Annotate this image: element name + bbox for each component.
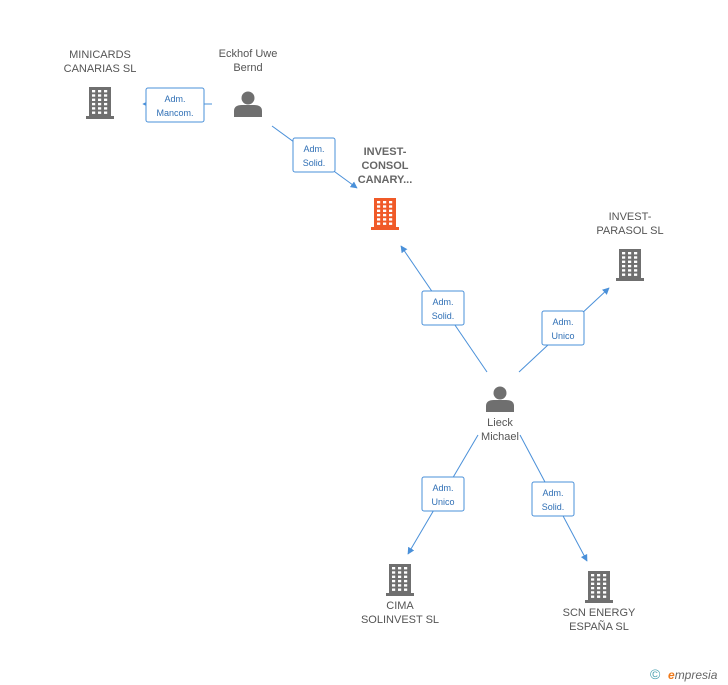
edge-label-line: Solid.	[542, 502, 565, 512]
edge-lieck-invest-parasol[interactable]: Adm. Unico	[518, 287, 610, 373]
edge-label-box	[145, 87, 205, 123]
edge-label-line: Adm.	[552, 317, 573, 327]
footer-brand[interactable]: © empresia	[650, 666, 718, 682]
node-minicards[interactable]: MINICARDS CANARIAS SL	[64, 49, 137, 119]
node-cima[interactable]: CIMA SOLINVEST SL	[361, 564, 439, 626]
node-label-line: SCN ENERGY	[563, 607, 636, 619]
edge-label-line: Solid.	[432, 311, 455, 321]
edge-label-line: Unico	[431, 497, 454, 507]
node-label-line: SOLINVEST SL	[361, 614, 439, 626]
node-label-line: MINICARDS	[69, 49, 131, 61]
person-icon	[486, 386, 514, 412]
node-invest-consol[interactable]: INVEST- CONSOL CANARY...	[358, 146, 413, 230]
edge-eckhof-invest-consol[interactable]: Adm. Solid.	[271, 125, 358, 189]
edge-label-line: Adm.	[432, 483, 453, 493]
node-label-line: INVEST-	[609, 211, 652, 223]
node-label-line: CONSOL	[361, 160, 408, 172]
node-invest-parasol[interactable]: INVEST- PARASOL SL	[596, 211, 664, 281]
building-icon	[371, 198, 399, 230]
edge-eckhof-minicards[interactable]: Adm. Mancom.	[142, 87, 212, 123]
building-icon	[616, 249, 644, 281]
brand-rest: mpresia	[675, 668, 718, 682]
nodes-layer: MINICARDS CANARIAS SL Eckhof UweBerndINVES…	[64, 48, 664, 633]
edge-lieck-scn[interactable]: Adm. Solid.	[519, 434, 588, 562]
node-label-line: CANARIAS SL	[64, 63, 137, 75]
node-label-line: ESPAÑA SL	[569, 620, 629, 633]
node-label-line: Lieck	[487, 417, 513, 429]
node-label-line: Michael	[481, 431, 519, 443]
node-label-line: CANARY...	[358, 174, 413, 186]
brand-initial: e	[668, 668, 675, 682]
brand-name: empresia	[668, 668, 718, 682]
edge-lieck-invest-consol[interactable]: Adm. Solid.	[400, 245, 488, 373]
edge-label-line: Mancom.	[156, 108, 193, 118]
node-label-line: PARASOL SL	[596, 225, 663, 237]
building-icon	[386, 564, 414, 596]
edge-label-line: Adm.	[303, 144, 324, 154]
node-label-line: Bernd	[233, 62, 262, 74]
edge-lieck-cima[interactable]: Adm. Unico	[407, 434, 479, 555]
edge-label-box	[421, 476, 465, 512]
edge-label-box	[541, 310, 585, 346]
edge-label-line: Solid.	[303, 158, 326, 168]
person-icon	[234, 91, 262, 117]
edge-label-line: Adm.	[164, 94, 185, 104]
node-label-line: INVEST-	[364, 146, 407, 158]
edges-layer: Adm. Mancom. Adm. Solid. Adm. Solid. Adm. Unico…	[142, 87, 610, 562]
edge-label-box	[292, 137, 336, 173]
edge-label-line: Adm.	[432, 297, 453, 307]
copyright-symbol: ©	[650, 666, 661, 682]
edge-label-box	[421, 290, 465, 326]
building-icon	[86, 87, 114, 119]
edge-label-line: Unico	[551, 331, 574, 341]
node-label-line: Eckhof Uwe	[219, 48, 278, 60]
node-label-line: CIMA	[386, 600, 414, 612]
edge-label-line: Adm.	[542, 488, 563, 498]
building-icon	[585, 571, 613, 603]
edge-label-box	[531, 481, 575, 517]
